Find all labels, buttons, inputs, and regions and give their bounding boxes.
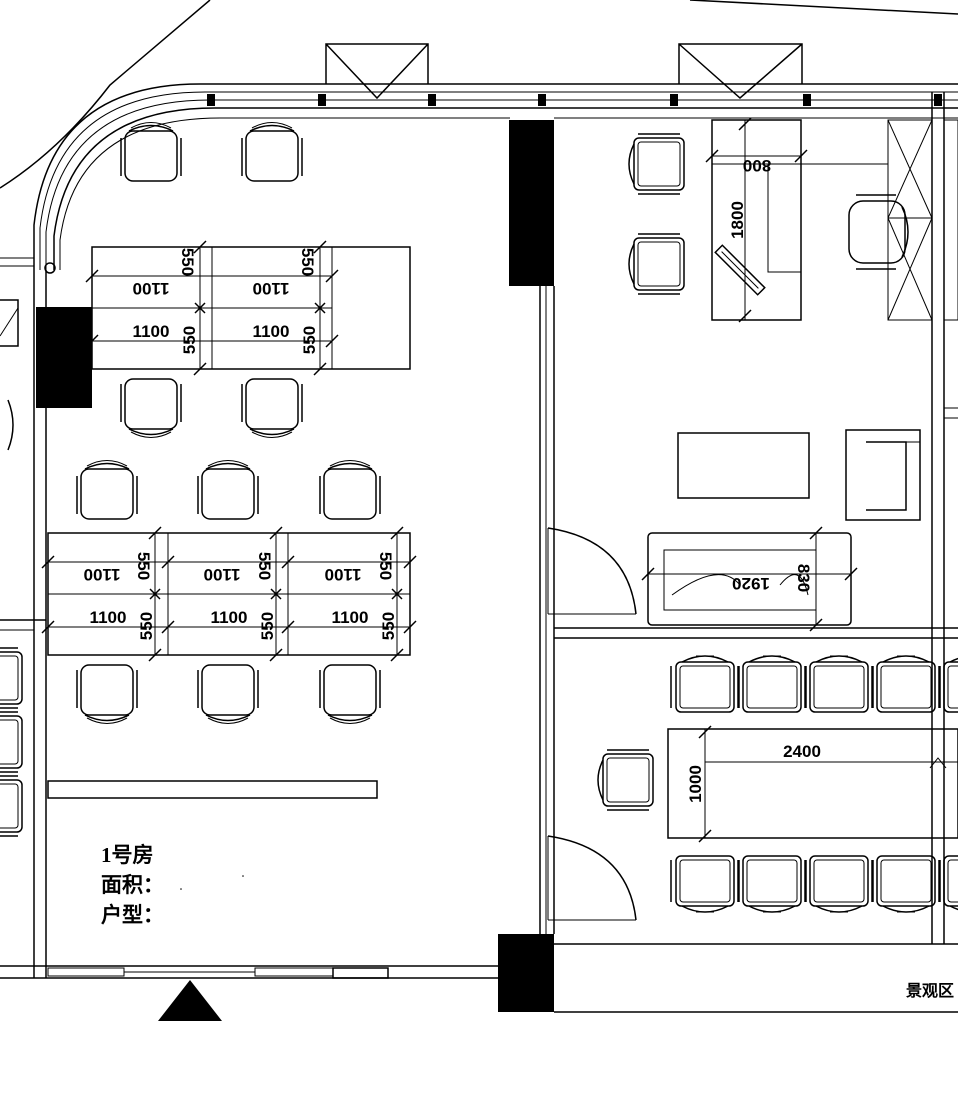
room-type-label: 户型： — [101, 903, 164, 927]
dim-desk-depth-flipped: 550 — [134, 552, 153, 580]
dim-desk-depth-flipped: 550 — [298, 248, 317, 276]
exterior-walls — [0, 0, 958, 1021]
workstation-cluster-lower — [41, 459, 417, 725]
dim-desk-depth-flipped: 550 — [376, 552, 395, 580]
room-name: 1号房 — [101, 843, 154, 867]
dim-desk-width-flipped: 1100 — [325, 565, 362, 584]
dim-desk-width: 1100 — [211, 608, 248, 627]
dim-sofa-depth: 830 — [794, 564, 813, 592]
dim-desk-width: 1100 — [332, 608, 369, 627]
dim-desk-depth: 550 — [379, 612, 398, 640]
landscape-zone-label: 景观区 — [906, 982, 954, 1000]
dim-desk-depth: 550 — [137, 612, 156, 640]
dim-desk-depth: 550 — [300, 326, 319, 354]
dim-desk-width-flipped: 1100 — [133, 279, 170, 298]
dim-office-desk-length: 1800 — [728, 201, 747, 239]
manager-office — [628, 117, 921, 632]
interior-walls — [0, 92, 958, 944]
dim-desk-width: 1100 — [253, 322, 290, 341]
dim-desk-width: 1100 — [133, 322, 170, 341]
counter — [47, 780, 378, 799]
dim-desk-depth-flipped: 550 — [255, 552, 274, 580]
structural-columns — [36, 120, 554, 1012]
dim-desk-width-flipped: 1100 — [253, 279, 290, 298]
dim-desk-depth: 550 — [180, 326, 199, 354]
dim-desk-width-flipped: 1100 — [204, 565, 241, 584]
dim-desk-depth-flipped: 550 — [178, 248, 197, 276]
entrance-arrow-icon — [158, 980, 222, 1021]
meeting-room — [597, 655, 958, 913]
dim-desk-width-flipped: 1100 — [84, 565, 121, 584]
dim-meeting-table-length: 2400 — [783, 742, 821, 761]
dim-desk-width: 1100 — [90, 608, 127, 627]
dim-meeting-table-width: 1000 — [686, 765, 705, 803]
workstation-cluster-upper — [85, 121, 411, 439]
dim-sofa-length: 1920 — [732, 574, 770, 593]
dim-desk-depth: 550 — [258, 612, 277, 640]
dim-office-desk-depth: 800 — [743, 156, 771, 175]
room-area-label: 面积： — [101, 873, 164, 897]
